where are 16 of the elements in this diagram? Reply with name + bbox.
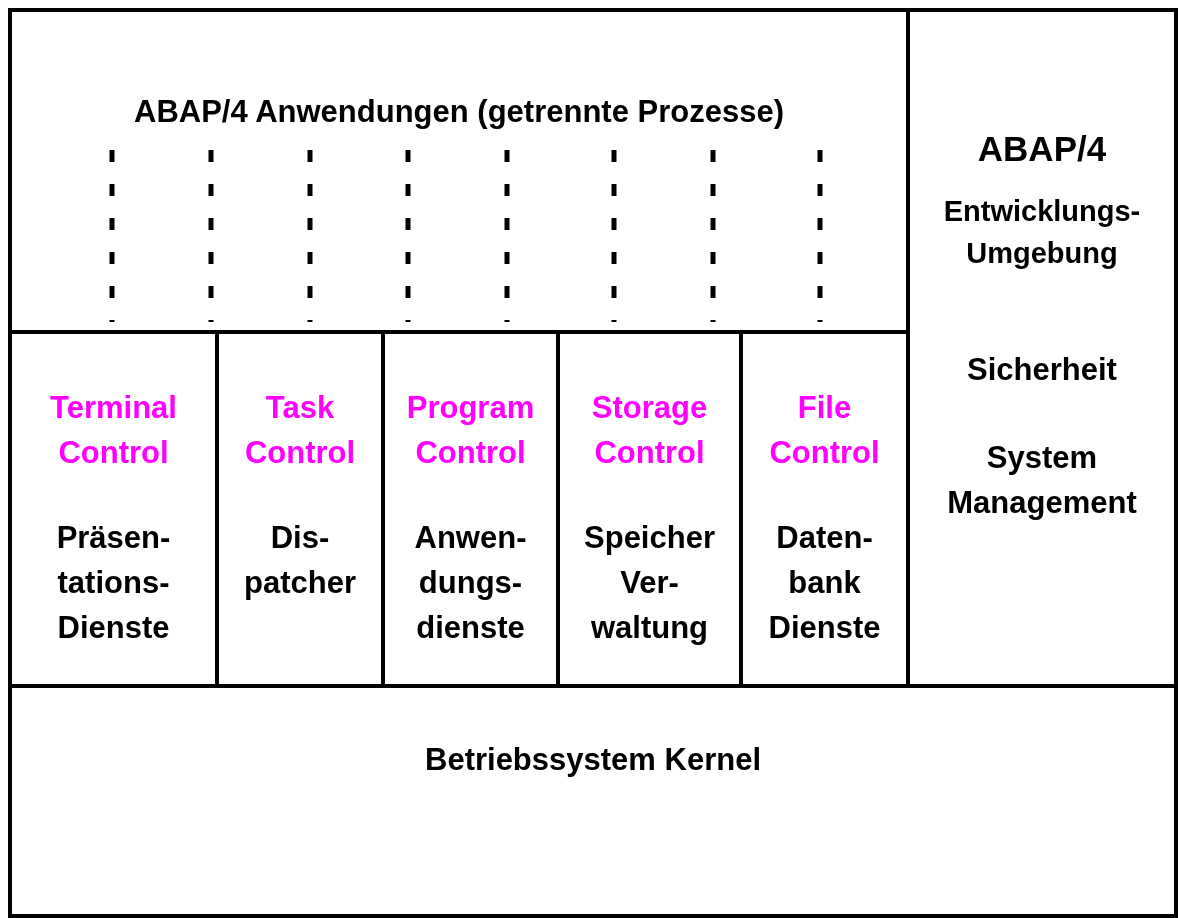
service-label: System Management <box>947 439 1137 522</box>
layer-title: Betriebssystem Kernel <box>424 741 762 779</box>
control-heading: Program Control <box>406 389 535 472</box>
control-heading: Terminal Control <box>50 389 177 472</box>
control-heading: File Control <box>769 389 880 472</box>
service-label: Präsen- tations- Dienste <box>56 519 171 647</box>
service-label: Daten- bank Dienste <box>768 519 881 647</box>
layer-title: ABAP/4 Anwendungen (getrennte Prozesse) <box>133 93 785 131</box>
service-label: Entwicklungs- Umgebung <box>943 194 1141 272</box>
environment-heading: ABAP/4 <box>977 128 1107 170</box>
service-label: Dis- patcher <box>244 519 356 602</box>
service-label: Speicher Ver- waltung <box>584 519 715 647</box>
control-heading: Task Control <box>244 389 356 472</box>
service-label: Sicherheit <box>967 351 1117 389</box>
control-heading: Storage Control <box>591 389 708 472</box>
service-label: Anwen- dungs- dienste <box>414 519 527 647</box>
